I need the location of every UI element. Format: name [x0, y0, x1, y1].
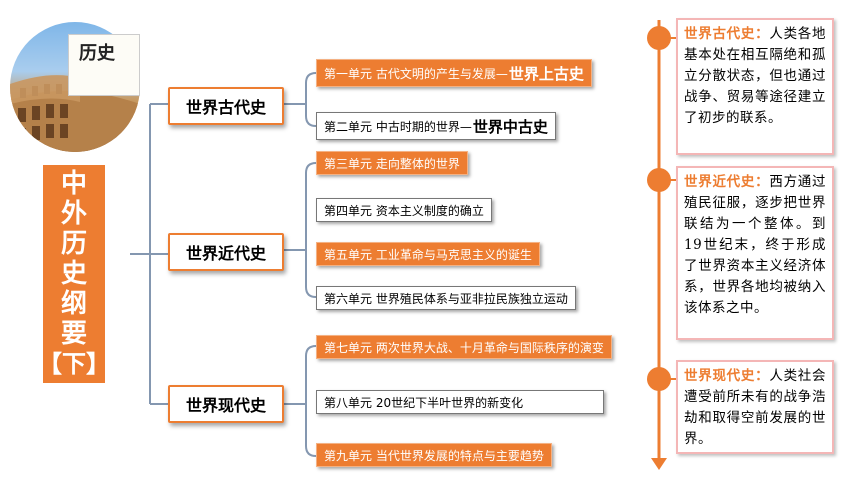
desc-ancient-body: 人类各地基本处在相互隔绝和孤立分散状态，但也通过战争、贸易等途径建立了初步的联系… — [684, 26, 827, 126]
period-contemporary: 世界现代史 — [168, 385, 284, 423]
main-title-char: 【下】 — [38, 350, 110, 378]
desc-modern: 世界近代史：西方通过殖民征服，逐步把世界联结为一个整体。到19世纪末，终于形成了… — [676, 166, 834, 340]
unit-1-text: 第一单元 古代文明的产生与发展— — [324, 66, 508, 81]
unit-5: 第五单元 工业革命与马克思主义的诞生 — [316, 242, 540, 266]
period-ancient: 世界古代史 — [168, 87, 284, 125]
main-title-char: 要 — [60, 319, 87, 349]
unit-1-bold: 世界上古史 — [508, 64, 584, 83]
desc-contemporary: 世界现代史：人类社会遭受前所未有的战争浩劫和取得空前发展的世界。 — [676, 360, 834, 454]
desc-modern-head: 世界近代史： — [684, 174, 770, 190]
colosseum-illustration — [10, 75, 140, 152]
main-title-char: 纲 — [60, 289, 87, 319]
main-title-char: 历 — [60, 229, 87, 259]
main-title: 中 外 历 史 纲 要 【下】 — [38, 165, 110, 383]
unit-1: 第一单元 古代文明的产生与发展—世界上古史 — [316, 59, 592, 87]
unit-3: 第三单元 走向整体的世界 — [316, 151, 468, 175]
unit-9: 第九单元 当代世界发展的特点与主要趋势 — [316, 443, 552, 467]
main-title-char: 外 — [60, 199, 87, 229]
unit-2: 第二单元 中古时期的世界—世界中古史 — [316, 112, 556, 140]
unit-6: 第六单元 世界殖民体系与亚非拉民族独立运动 — [316, 286, 576, 310]
desc-ancient: 世界古代史：人类各地基本处在相互隔绝和孤立分散状态，但也通过战争、贸易等途径建立… — [676, 18, 834, 155]
unit-2-text: 第二单元 中古时期的世界— — [324, 119, 472, 134]
textbook-cover: 历史 — [68, 34, 140, 96]
unit-2-bold: 世界中古史 — [472, 117, 548, 136]
main-title-char: 史 — [60, 259, 87, 289]
period-modern: 世界近代史 — [168, 233, 284, 271]
unit-8: 第八单元 20世纪下半叶世界的新变化 — [316, 390, 604, 414]
desc-contemporary-head: 世界现代史： — [684, 368, 770, 384]
desc-ancient-head: 世界古代史： — [684, 26, 770, 42]
desc-modern-body: 西方通过殖民征服，逐步把世界联结为一个整体。到19世纪末，终于形成了世界资本主义… — [684, 174, 827, 316]
unit-7: 第七单元 两次世界大战、十月革命与国际秩序的演变 — [316, 335, 612, 359]
desc-contemporary-body: 人类社会遭受前所未有的战争浩劫和取得空前发展的世界。 — [684, 368, 827, 447]
main-title-char: 中 — [60, 169, 87, 199]
book-title: 历史 — [79, 43, 115, 64]
unit-4: 第四单元 资本主义制度的确立 — [316, 198, 492, 222]
